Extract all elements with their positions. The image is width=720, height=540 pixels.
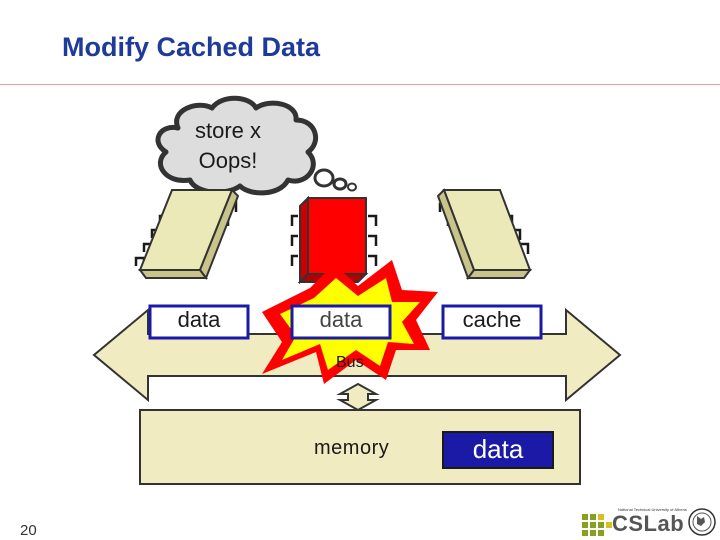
cache-box-right [441,304,543,340]
slide-number: 20 [20,522,37,539]
cslab-logo [580,502,716,540]
thought-bubble-text: store x Oops! [168,116,288,176]
logo-caption: National Technical University of Athens [618,507,687,512]
thought-dot-medium [332,177,348,191]
bus-memory-arrow [336,382,380,412]
logo-text: CSLab [612,511,685,536]
thought-bubble [155,95,357,196]
processor-right [436,188,532,281]
memory-label: memory [314,437,390,459]
cache-middle-label: data [319,307,363,332]
bus-label: Bus [336,354,364,371]
cache-box-middle-overlay [290,304,392,340]
slide-title: Modify Cached Data [62,32,321,62]
memory-data-box [442,431,554,469]
thought-dot-large [313,168,335,188]
title-divider [0,84,720,85]
cache-right-label: cache [462,307,522,332]
memory-data-label: data [472,434,524,464]
cache-left-label: data [177,307,221,332]
thought-dot-small [347,182,357,192]
processor-left [134,188,240,281]
thought-line-1: store x [194,118,262,143]
thought-line-2: Oops! [198,148,258,173]
cache-box-left [148,304,250,340]
